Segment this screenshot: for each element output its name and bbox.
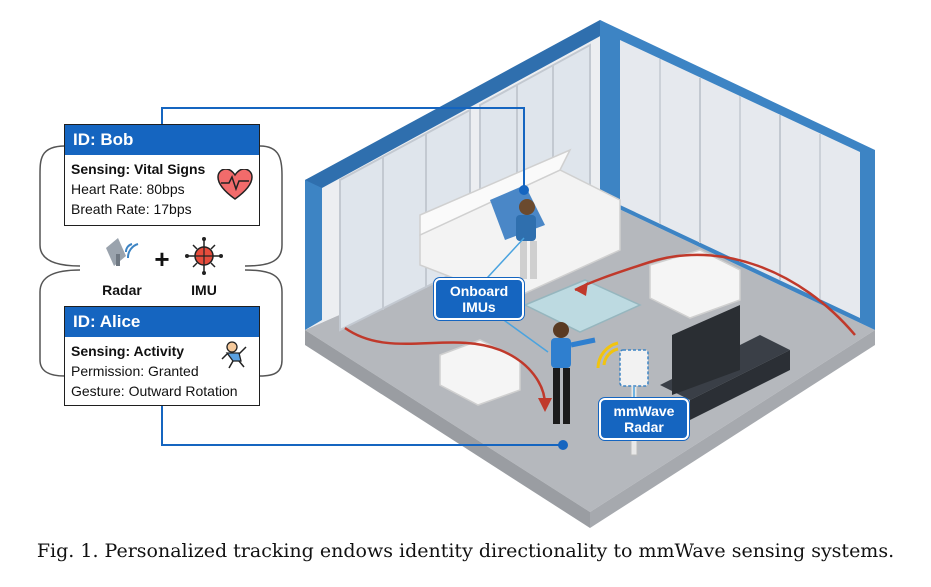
floor-edge-right: [590, 330, 875, 528]
motion-path-bob-arrow: [575, 282, 588, 296]
alice-arm: [570, 337, 596, 348]
right-brace-bottom: [244, 269, 283, 377]
person-activity-icon: [221, 341, 247, 369]
bob-id-header: ID: Bob: [65, 125, 259, 155]
left-wall-edge: [305, 172, 322, 330]
ottoman-right: [649, 249, 741, 319]
alice-id-header: ID: Alice: [65, 307, 259, 337]
floor-edge-left: [305, 330, 590, 528]
bob-card-body: Sensing: Vital Signs Heart Rate: 80bps B…: [65, 155, 259, 223]
onboard-imus-callout: Onboard IMUs: [434, 278, 524, 320]
alice-connector: [161, 402, 563, 446]
bob-legs: [520, 241, 527, 279]
motion-path-alice-arrow: [538, 398, 552, 412]
motion-path-bob: [574, 253, 856, 336]
alice-legs: [553, 368, 560, 424]
tv-stand-front: [690, 350, 790, 420]
left-wall-top: [305, 20, 615, 188]
motion-path-alice: [344, 326, 547, 406]
plus-sign: +: [154, 244, 170, 274]
radar-device: [619, 349, 649, 387]
alice-head: [553, 322, 569, 338]
alice-body: [551, 338, 571, 368]
left-brace-top: [39, 145, 81, 267]
imu-label: IMU: [191, 282, 217, 298]
ottoman-left: [439, 339, 521, 406]
alice-sensing-label: Sensing: Activity: [71, 343, 185, 359]
alice-gesture: Gesture: Outward Rotation: [71, 383, 238, 399]
radar-wave-2: [596, 341, 619, 369]
tv: [672, 305, 740, 395]
radar-icon: [106, 238, 139, 266]
bob-body: [516, 215, 536, 241]
bob-connector: [161, 107, 525, 190]
alice-id-card: ID: Alice Sensing: Activity Permission: …: [64, 306, 260, 406]
bob-id-card: ID: Bob Sensing: Vital Signs Heart Rate:…: [64, 124, 260, 226]
left-brace-bottom: [39, 269, 81, 377]
figure-caption: Fig. 1. Personalized tracking endows ide…: [36, 540, 895, 562]
bob-sensing-label: Sensing: Vital Signs: [71, 161, 206, 177]
radar-label: Radar: [102, 282, 142, 298]
radar-wave-1: [602, 347, 619, 366]
mmwave-radar-callout: mmWave Radar: [599, 398, 689, 440]
bob-heart-rate: Heart Rate: 80bps: [71, 181, 185, 197]
imu-icon: [185, 237, 223, 275]
right-brace-top: [244, 145, 283, 267]
bob-connector-dot: [519, 185, 529, 195]
alice-card-body: Sensing: Activity Permission: Granted Ge…: [65, 337, 259, 405]
alice-connector-dot: [558, 440, 568, 450]
bob-head: [519, 199, 535, 215]
bob-breath-rate: Breath Rate: 17bps: [71, 201, 192, 217]
heart-monitor-icon: [217, 169, 253, 200]
alice-permission: Permission: Granted: [71, 363, 199, 379]
